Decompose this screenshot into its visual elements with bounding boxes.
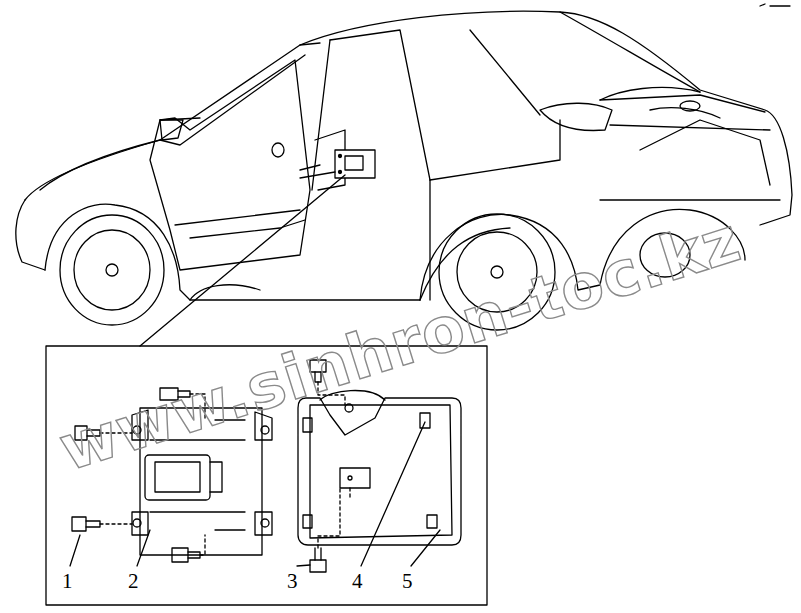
callout-number: 5 — [402, 571, 413, 592]
callout-number: 2 — [128, 571, 139, 592]
watermark: www.sinhron-toc.kz — [53, 208, 748, 480]
callout-number: 4 — [352, 571, 363, 592]
callout-number: 3 — [287, 571, 298, 592]
callout-number: 1 — [62, 571, 73, 592]
